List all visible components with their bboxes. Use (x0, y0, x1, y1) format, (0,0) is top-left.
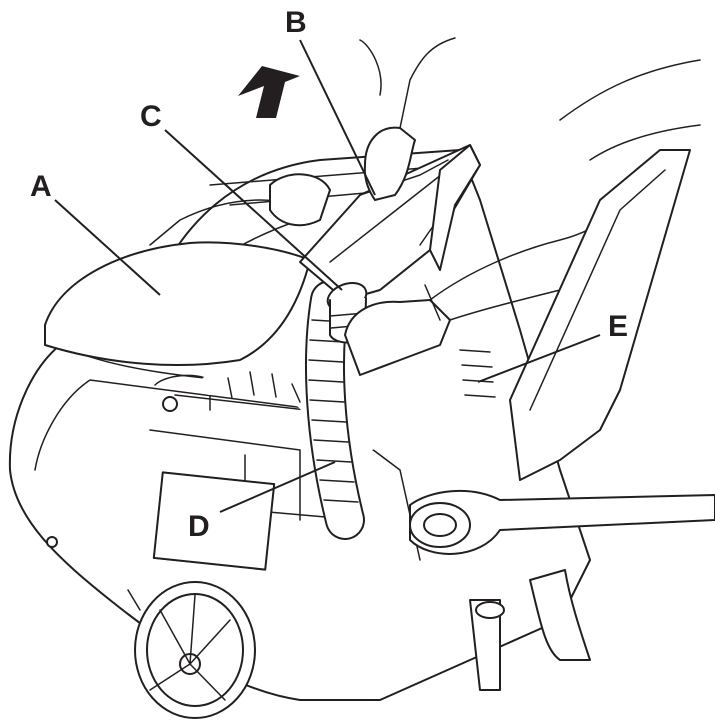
cap (162, 396, 178, 412)
leader-lines (54, 39, 601, 513)
callout-e: E (608, 310, 628, 343)
callout-d: D (188, 510, 210, 543)
wheel (127, 581, 256, 719)
callouts: A B C D E (30, 6, 628, 543)
callout-c: C (140, 100, 162, 133)
operator-hands (344, 37, 701, 376)
foot-peg (46, 536, 58, 548)
leader-c (164, 129, 343, 291)
up-arrow-icon (238, 66, 300, 118)
machine-body (8, 149, 591, 701)
leader-d (219, 461, 336, 513)
handle-bar (409, 149, 715, 691)
leader-e (477, 334, 601, 383)
leader-a (54, 199, 161, 296)
lid-handle (269, 173, 331, 227)
callout-a: A (30, 170, 52, 203)
hose-d (305, 280, 365, 540)
leader-b (299, 39, 376, 196)
callout-b: B (285, 6, 307, 39)
